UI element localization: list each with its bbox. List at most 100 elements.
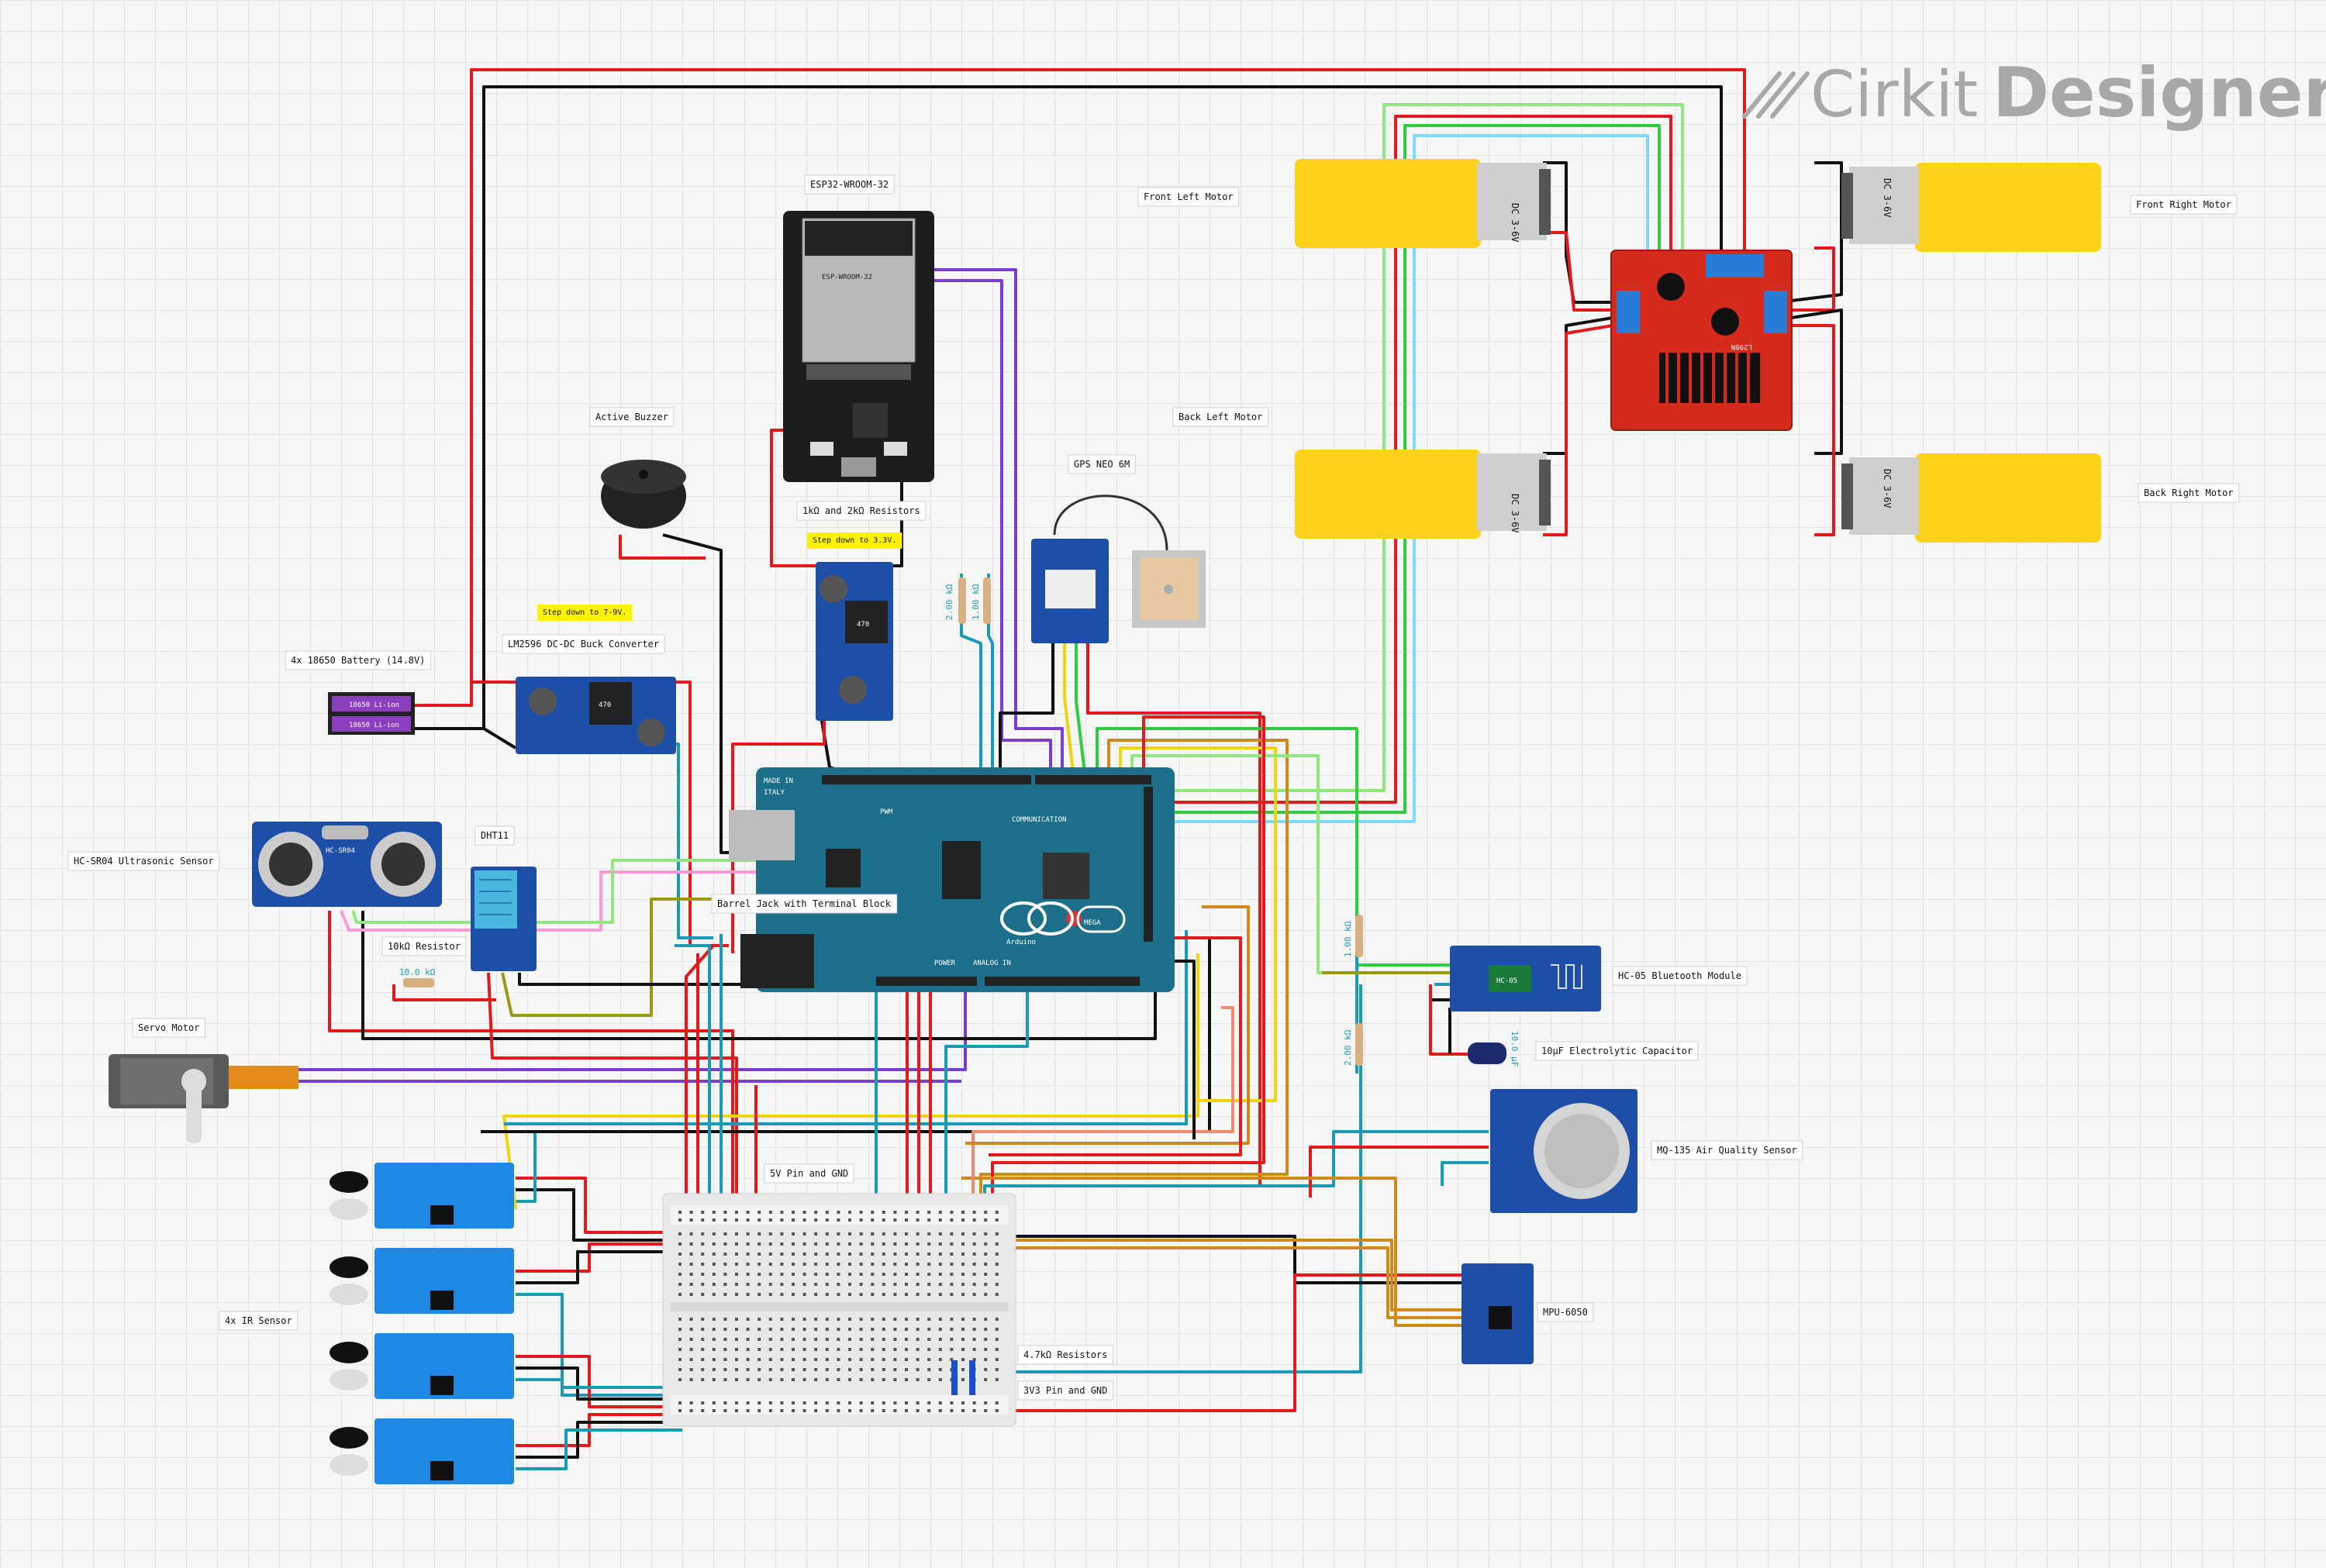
resistor-10k[interactable]: 10.0 kΩ bbox=[399, 967, 436, 987]
hc05-bluetooth[interactable]: HC-05 bbox=[1450, 946, 1601, 1011]
label-box-hc05 bbox=[1612, 966, 1748, 986]
mq135-sensor[interactable] bbox=[1490, 1089, 1638, 1213]
label-box-r47k bbox=[1017, 1345, 1113, 1365]
label-box-dht11 bbox=[475, 825, 515, 846]
breadboard[interactable] bbox=[662, 1193, 1016, 1427]
motor-back-right[interactable]: DC 3-6V bbox=[1841, 453, 2101, 543]
wire-bb-5v-3 bbox=[675, 944, 711, 1209]
buck-converter-33v[interactable]: 470 bbox=[816, 562, 893, 721]
analog-in-label: ANALOG IN bbox=[973, 960, 1011, 967]
wire-us-echo bbox=[351, 859, 810, 924]
wire-bl-motor-2 bbox=[1543, 324, 1613, 536]
wire-comm-5 bbox=[991, 715, 1265, 1201]
label-box-resistors-divider bbox=[796, 501, 927, 521]
wire-esp-rx bbox=[927, 279, 1052, 779]
communication-label: COMMUNICATION bbox=[1012, 816, 1066, 824]
hc-sr04-sensor[interactable]: HC-SR04 bbox=[252, 822, 442, 907]
wire-mpu-gnd bbox=[950, 1235, 1462, 1284]
label-five-v: 5V Pin and GND bbox=[770, 1168, 848, 1179]
r2k-value-2: 2.00 kΩ bbox=[1343, 1029, 1353, 1066]
label-box-battery bbox=[285, 650, 431, 670]
wire-mpu-int bbox=[961, 1177, 1462, 1327]
ir-sensor-4[interactable] bbox=[330, 1418, 514, 1484]
wire-comm-4 bbox=[1130, 754, 1434, 974]
capacitor-10uf[interactable]: 10.0 μF bbox=[1468, 1031, 1520, 1067]
ir-sensor-2[interactable] bbox=[330, 1248, 514, 1314]
mpu6050-sensor[interactable] bbox=[1462, 1263, 1534, 1364]
cirkit-logo-icon bbox=[1742, 71, 1810, 119]
wire-in1 bbox=[1171, 103, 1684, 792]
dht11-sensor[interactable] bbox=[471, 867, 537, 971]
label-mpu: MPU-6050 bbox=[1543, 1307, 1588, 1318]
wire-batt-neg bbox=[415, 727, 517, 750]
motor-back-left[interactable]: DC 3-6V bbox=[1295, 450, 1551, 539]
wire-ir3-vcc bbox=[516, 1355, 690, 1408]
wire-mpu-scl bbox=[961, 1246, 1462, 1319]
battery-pack[interactable]: 18650 Li-ion 18650 Li-ion bbox=[328, 692, 415, 735]
label-box-front-right-motor bbox=[2130, 195, 2238, 215]
wire-us-gnd bbox=[361, 911, 1157, 1040]
wire-esp-left bbox=[770, 429, 818, 567]
label-front-left-motor: Front Left Motor bbox=[1144, 191, 1234, 202]
wire-ir2-out bbox=[516, 1293, 690, 1397]
label-ultrasonic: HC-SR04 Ultrasonic Sensor bbox=[74, 856, 214, 867]
wire-lm-out2 bbox=[675, 743, 713, 939]
gps-neo6m[interactable] bbox=[1031, 495, 1206, 643]
motor-front-left[interactable]: DC 3-6V bbox=[1295, 159, 1551, 248]
label-resistors-divider: 1kΩ and 2kΩ Resistors bbox=[802, 505, 920, 516]
wire-br-motor bbox=[1790, 308, 1843, 455]
wire-mq-1 bbox=[983, 1130, 1489, 1201]
wire-dht-vcc bbox=[487, 972, 738, 1198]
wire-us-vcc bbox=[328, 911, 734, 1198]
esp32-board[interactable]: ESP-WROOM-32 bbox=[783, 211, 934, 482]
label-box-mq135 bbox=[1651, 1140, 1803, 1160]
servo-motor[interactable] bbox=[109, 1054, 299, 1143]
motor-marking: DC 3-6V bbox=[1510, 203, 1520, 243]
label-box-front-left-motor bbox=[1137, 187, 1240, 207]
label-r47k: 4.7kΩ Resistors bbox=[1023, 1349, 1107, 1360]
resistors-4k7[interactable] bbox=[951, 1360, 975, 1395]
label-stepdown-33: Step down to 3.3V. bbox=[813, 536, 896, 545]
label-esp32: ESP32-WROOM-32 bbox=[810, 179, 889, 190]
ir-sensor-3[interactable] bbox=[330, 1333, 514, 1399]
wire-comm-1 bbox=[1096, 727, 1403, 967]
wire-salmon bbox=[971, 1006, 1234, 1201]
wire-ir1-gnd bbox=[516, 1188, 682, 1242]
lm2596-converter[interactable]: 470 bbox=[516, 677, 676, 754]
label-hc05: HC-05 Bluetooth Module bbox=[1618, 970, 1741, 981]
r1k-value: 1.00 kΩ bbox=[971, 584, 981, 620]
ir-sensor-1[interactable] bbox=[330, 1163, 514, 1229]
wire-in3 bbox=[1171, 124, 1661, 814]
wire-batt-pos bbox=[415, 681, 516, 707]
label-ir: 4x IR Sensor bbox=[225, 1315, 292, 1326]
wire-gps-tx bbox=[1063, 643, 1075, 780]
label-three-v3: 3V3 Pin and GND bbox=[1023, 1385, 1107, 1396]
wire-br-motor-2 bbox=[1791, 324, 1835, 536]
label-box-esp32 bbox=[804, 174, 895, 195]
wire-ir4-out bbox=[516, 1428, 682, 1470]
wire-ir3-gnd bbox=[516, 1366, 682, 1401]
arduino-mega[interactable]: MADE IN ITALY COMMUNICATION PWM POWER AN… bbox=[729, 767, 1175, 992]
active-buzzer[interactable] bbox=[601, 460, 686, 529]
l298n-driver[interactable]: L298N bbox=[1610, 250, 1793, 431]
label-box-active-buzzer bbox=[589, 407, 675, 427]
label-mq135: MQ-135 Air Quality Sensor bbox=[1657, 1145, 1797, 1156]
wire-ir2-gnd bbox=[516, 1250, 690, 1284]
label-gps: GPS NEO 6M bbox=[1074, 459, 1130, 470]
wire-cap bbox=[1429, 984, 1469, 1056]
label-box-gps bbox=[1068, 454, 1136, 474]
motor-front-right[interactable]: DC 3-6V bbox=[1841, 163, 2101, 252]
wire-bl-motor bbox=[1543, 316, 1613, 455]
wire-in2 bbox=[1171, 115, 1672, 804]
cap-value: 10.0 μF bbox=[1510, 1031, 1520, 1067]
arduino-logo-text: Arduino bbox=[1006, 939, 1036, 946]
divider-resistors[interactable]: 2.00 kΩ 1.00 kΩ 1.00 kΩ 2.00 kΩ bbox=[944, 577, 1363, 1066]
label-box-five-v bbox=[764, 1163, 854, 1184]
wire-bb-5v-1 bbox=[685, 944, 715, 1209]
wire-hc05-4 bbox=[1000, 984, 1362, 1373]
wire-buzzer-sig bbox=[619, 535, 706, 560]
wire-olive-top bbox=[965, 905, 1250, 1145]
mega-logo-text: MEGA bbox=[1084, 919, 1101, 927]
